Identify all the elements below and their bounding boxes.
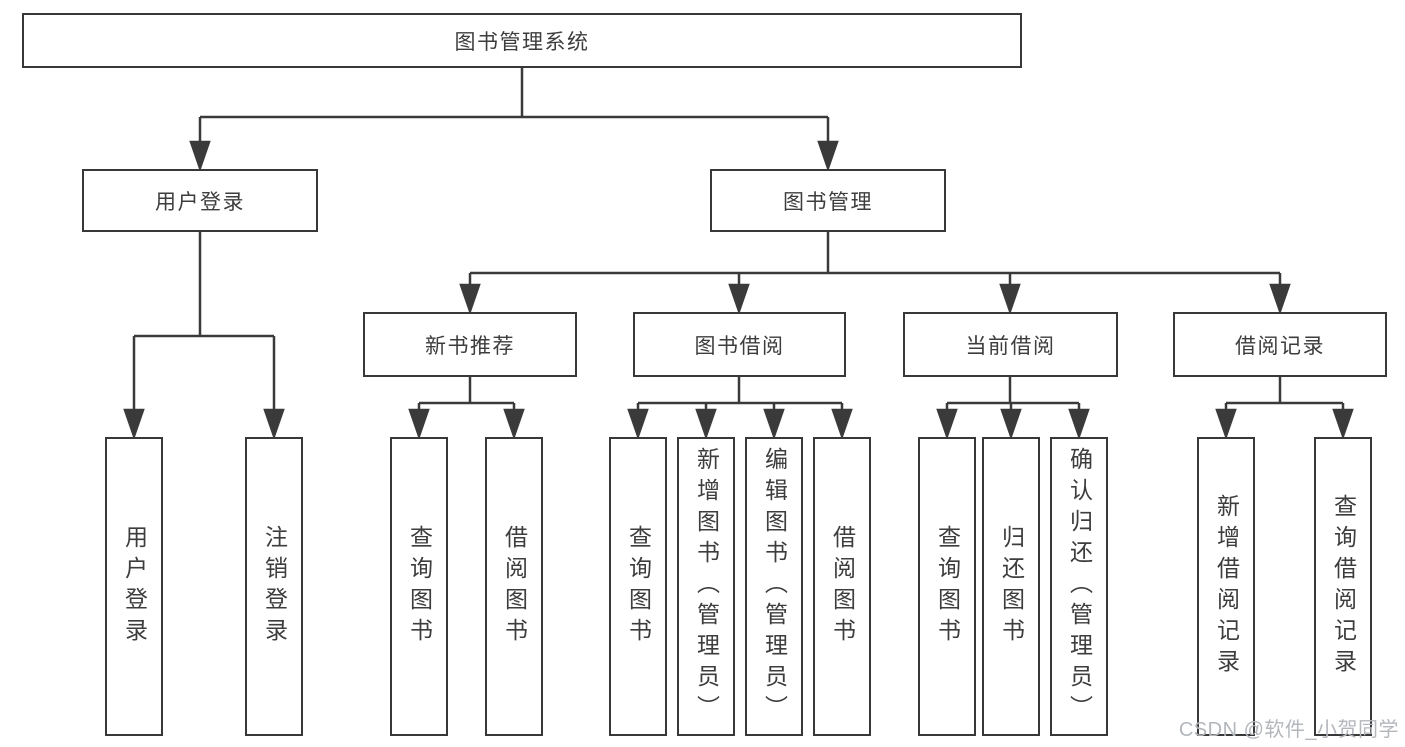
leaf-label: 确认归还（管理员）	[1066, 447, 1093, 726]
node-label: 借阅记录	[1235, 334, 1325, 358]
node-label: 用户登录	[155, 190, 245, 214]
leaf-user-login: 用户登录	[105, 437, 163, 736]
node-book-management: 图书管理	[710, 169, 946, 232]
arrowhead	[1000, 408, 1022, 440]
leaf-label: 新增借阅记录	[1213, 493, 1240, 680]
leaf-logout: 注销登录	[245, 437, 303, 736]
leaf-add-borrow-record: 新增借阅记录	[1197, 437, 1255, 736]
arrowhead	[503, 408, 525, 440]
leaf-label: 新增图书（管理员）	[693, 447, 720, 726]
leaf-query-books-3: 查询图书	[918, 437, 976, 736]
arrowhead	[1332, 408, 1354, 440]
arrowhead	[123, 408, 145, 440]
arrowhead	[936, 408, 958, 440]
leaf-query-borrow-record: 查询借阅记录	[1314, 437, 1372, 736]
arrowhead	[1215, 408, 1237, 440]
leaf-confirm-return-admin: 确认归还（管理员）	[1050, 437, 1108, 736]
leaf-query-books-2: 查询图书	[609, 437, 667, 736]
arrowhead	[408, 408, 430, 440]
leaf-label: 查询图书	[625, 524, 652, 649]
arrowhead	[1068, 408, 1090, 440]
csdn-watermark: CSDN @软件_小贺同学	[1178, 719, 1399, 741]
leaf-label: 查询图书	[934, 524, 961, 649]
leaf-label: 查询图书	[406, 524, 433, 649]
arrowhead	[695, 408, 717, 440]
node-label: 图书管理系统	[454, 30, 590, 54]
arrowhead	[459, 283, 481, 315]
leaf-label: 编辑图书（管理员）	[761, 447, 788, 726]
node-label: 当前借阅	[965, 334, 1056, 358]
node-borrow-records: 借阅记录	[1173, 312, 1387, 377]
leaf-label: 查询借阅记录	[1330, 493, 1357, 680]
leaf-label: 用户登录	[121, 524, 148, 649]
arrowhead	[263, 408, 285, 440]
node-root-system: 图书管理系统	[22, 13, 1022, 68]
arrowhead	[189, 140, 211, 172]
arrowhead	[999, 283, 1021, 315]
leaf-return-books: 归还图书	[982, 437, 1040, 736]
leaf-edit-books-admin: 编辑图书（管理员）	[745, 437, 803, 736]
leaf-borrow-books-2: 借阅图书	[813, 437, 871, 736]
leaf-borrow-books-1: 借阅图书	[485, 437, 543, 736]
leaf-query-books-1: 查询图书	[390, 437, 448, 736]
arrowhead	[831, 408, 853, 440]
node-new-book-recommend: 新书推荐	[363, 312, 577, 377]
node-label: 图书管理	[783, 190, 873, 214]
arrowhead	[817, 140, 839, 172]
leaf-label: 归还图书	[998, 524, 1025, 649]
leaf-label: 借阅图书	[501, 524, 528, 649]
node-current-borrow: 当前借阅	[903, 312, 1118, 377]
leaf-add-books-admin: 新增图书（管理员）	[677, 437, 735, 736]
arrowhead	[728, 283, 750, 315]
node-label: 新书推荐	[425, 334, 515, 358]
node-label: 图书借阅	[694, 334, 785, 358]
node-user-login: 用户登录	[82, 169, 318, 232]
node-book-borrow: 图书借阅	[633, 312, 846, 377]
arrowhead	[1269, 283, 1291, 315]
arrowhead	[763, 408, 785, 440]
arrowhead	[627, 408, 649, 440]
leaf-label: 注销登录	[261, 524, 288, 649]
leaf-label: 借阅图书	[829, 524, 856, 649]
